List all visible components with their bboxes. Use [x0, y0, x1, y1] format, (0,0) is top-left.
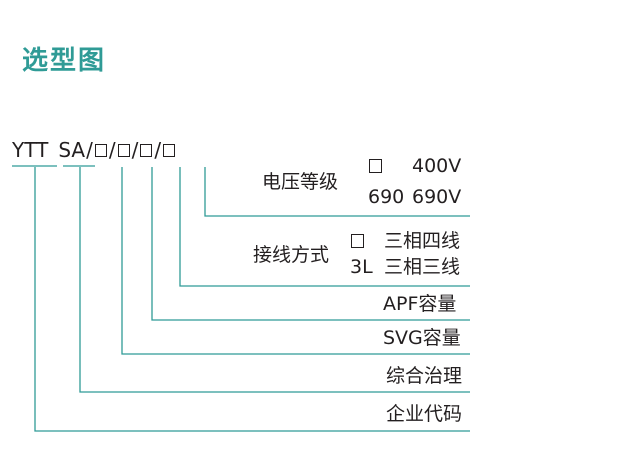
voltage-label: 电压等级	[262, 171, 339, 193]
svg-capacity-label: SVG容量	[383, 327, 461, 349]
placeholder-box-voltage	[163, 143, 176, 157]
wiring-code-3l: 3L	[350, 256, 373, 278]
placeholder-box-apf	[117, 143, 130, 157]
wiring-option-three-wire: 三相三线	[384, 256, 461, 278]
model-code: YTT SA / / / /	[12, 137, 176, 163]
connector-apf	[151, 167, 470, 321]
code-slash: /	[131, 138, 139, 162]
apf-capacity-label: APF容量	[383, 293, 457, 315]
voltage-option-690v: 690V	[412, 186, 462, 208]
placeholder-box-wiring	[140, 143, 153, 157]
voltage-code-690: 690	[368, 186, 405, 208]
connector-voltage	[204, 167, 470, 217]
company-code-label: 企业代码	[386, 403, 463, 425]
page-title: 选型图	[22, 46, 107, 76]
connector-company	[34, 167, 470, 432]
code-sa: SA	[58, 138, 86, 162]
code-slash: /	[154, 138, 162, 162]
placeholder-box-svg	[94, 143, 107, 157]
connector-treatment	[79, 167, 470, 393]
wiring-option-box	[351, 234, 364, 248]
code-slash: /	[108, 138, 116, 162]
wiring-label: 接线方式	[253, 244, 330, 266]
voltage-option-box	[369, 159, 382, 173]
code-slash: /	[86, 138, 93, 162]
voltage-option-400v: 400V	[412, 155, 462, 177]
connector-wiring	[179, 167, 470, 287]
code-prefix-ytt: YTT	[12, 138, 49, 162]
connector-svg	[121, 167, 470, 355]
wiring-option-four-wire: 三相四线	[384, 230, 461, 252]
treatment-label: 综合治理	[386, 365, 463, 387]
